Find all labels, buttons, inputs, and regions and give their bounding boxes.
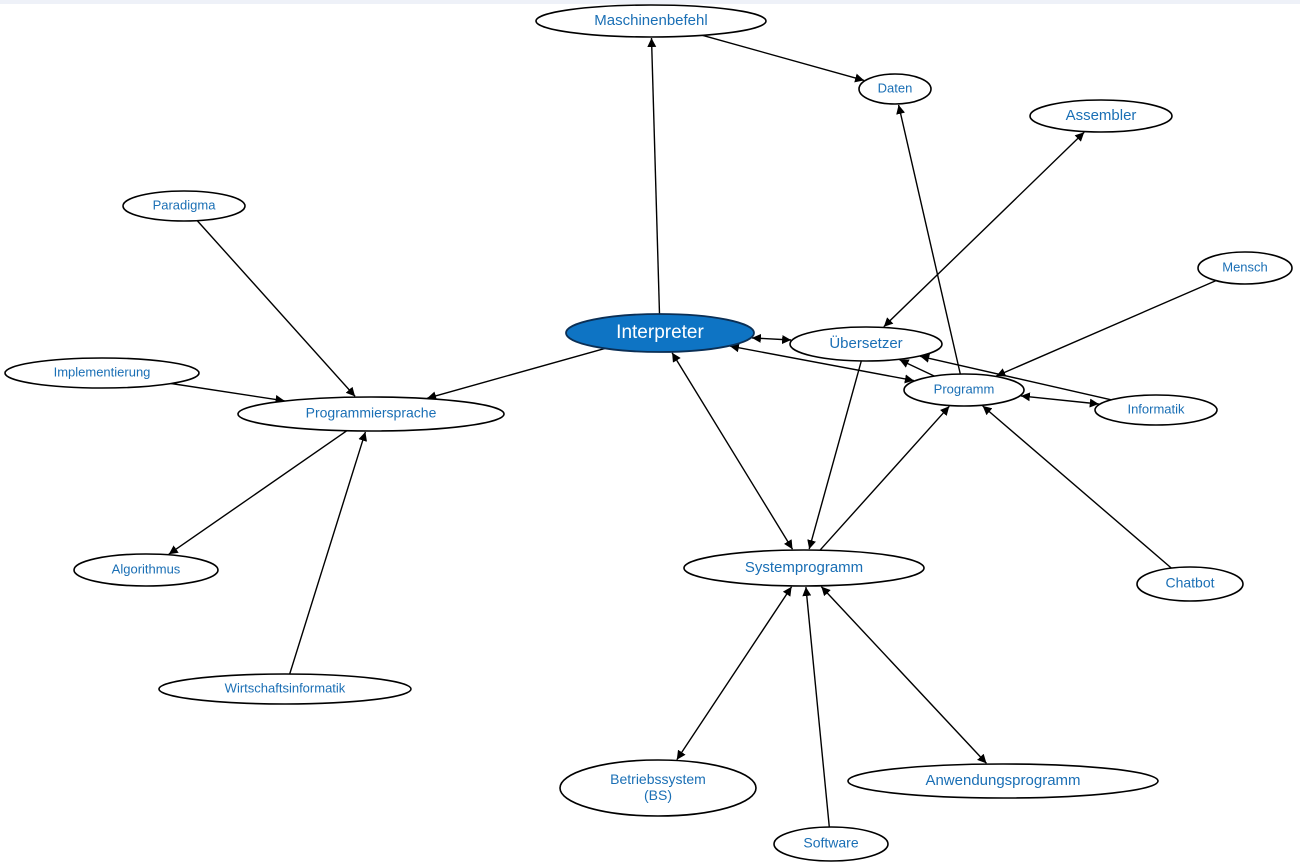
node-systemprogramm[interactable]: Systemprogramm [683,549,925,587]
edge-paradigma-programmiersprache [196,220,356,397]
edge-implementierung-programmiersprache [170,382,285,404]
node-paradigma[interactable]: Paradigma [122,190,246,222]
edge-uebersetzer-assembler [883,131,1085,328]
node-programm-label: Programm [934,381,995,396]
node-uebersetzer[interactable]: Übersetzer [789,326,943,362]
node-programmiersprache[interactable]: Programmiersprache [237,396,505,432]
node-chatbot-shape [1136,566,1244,602]
node-betriebssystem-label: Betriebssystem(BS) [610,771,706,803]
node-wirtschaftsinformatik[interactable]: Wirtschaftsinformatik [158,673,412,705]
node-software-label: Software [803,835,858,851]
node-informatik[interactable]: Informatik [1094,394,1218,426]
edge-maschinenbefehl-daten [702,34,865,83]
node-programm[interactable]: Programm [903,373,1025,407]
node-wirtschaftsinformatik-label: Wirtschaftsinformatik [225,680,346,695]
node-systemprogramm-label: Systemprogramm [745,559,863,576]
node-assembler-shape [1029,99,1173,133]
node-anwendungsprogramm-label: Anwendungsprogramm [925,772,1080,789]
edge-wirtschaftsinformatik-programmiersprache [289,431,368,675]
node-uebersetzer-shape [789,326,943,362]
node-systemprogramm-shape [683,549,925,587]
node-paradigma-label: Paradigma [153,197,217,212]
edge-interpreter-programmiersprache [426,347,606,401]
node-paradigma-shape [122,190,246,222]
node-uebersetzer-label: Übersetzer [829,334,902,352]
edge-programm-uebersetzer [899,359,935,377]
node-implementierung-label: Implementierung [54,364,151,379]
node-maschinenbefehl[interactable]: Maschinenbefehl [535,4,767,38]
edge-software-systemprogramm [802,586,830,828]
edge-chatbot-programm [982,405,1172,569]
node-algorithmus[interactable]: Algorithmus [73,553,219,587]
node-implementierung-shape [4,357,200,389]
node-mensch[interactable]: Mensch [1197,251,1293,285]
node-programmiersprache-shape [237,396,505,432]
node-assembler-label: Assembler [1066,107,1137,124]
node-interpreter-label: Interpreter [616,322,704,343]
node-assembler[interactable]: Assembler [1029,99,1173,133]
edges-layer [168,34,1217,828]
node-mensch-label: Mensch [1222,259,1268,274]
edge-mensch-programm [996,279,1217,377]
node-anwendungsprogramm[interactable]: Anwendungsprogramm [847,763,1159,799]
node-programmiersprache-label: Programmiersprache [306,405,437,421]
edge-programm-informatik [1020,392,1099,408]
node-anwendungsprogramm-shape [847,763,1159,799]
node-betriebssystem-shape [559,759,757,817]
node-interpreter[interactable]: Interpreter [565,313,755,353]
node-software[interactable]: Software [773,826,889,862]
node-software-shape [773,826,889,862]
node-maschinenbefehl-shape [535,4,767,38]
edge-interpreter-systemprogramm [671,352,794,550]
node-daten[interactable]: Daten [858,73,932,105]
node-algorithmus-label: Algorithmus [112,561,181,576]
node-algorithmus-shape [73,553,219,587]
node-betriebssystem[interactable]: Betriebssystem(BS) [559,759,757,817]
node-interpreter-shape [565,313,755,353]
edge-programmiersprache-algorithmus [168,430,348,555]
edge-systemprogramm-anwendungsprogramm [820,586,988,764]
node-daten-shape [858,73,932,105]
node-informatik-label: Informatik [1127,401,1185,416]
node-wirtschaftsinformatik-shape [158,673,412,705]
edge-interpreter-uebersetzer [751,333,792,345]
node-informatik-shape [1094,394,1218,426]
node-chatbot[interactable]: Chatbot [1136,566,1244,602]
nodes-layer: Interpreter MaschinenbefehlDatenAssembler… [4,4,1293,862]
top-border [0,0,1300,4]
edge-interpreter-maschinenbefehl [647,37,661,315]
edge-uebersetzer-systemprogramm [807,360,862,550]
node-daten-label: Daten [878,80,913,95]
node-maschinenbefehl-label: Maschinenbefehl [594,12,707,29]
node-programm-shape [903,373,1025,407]
node-chatbot-label: Chatbot [1165,575,1214,591]
edge-interpreter-programm [729,343,915,384]
edge-systemprogramm-betriebssystem [676,586,793,761]
node-mensch-shape [1197,251,1293,285]
edge-systemprogramm-programm [819,405,950,551]
node-implementierung[interactable]: Implementierung [4,357,200,389]
